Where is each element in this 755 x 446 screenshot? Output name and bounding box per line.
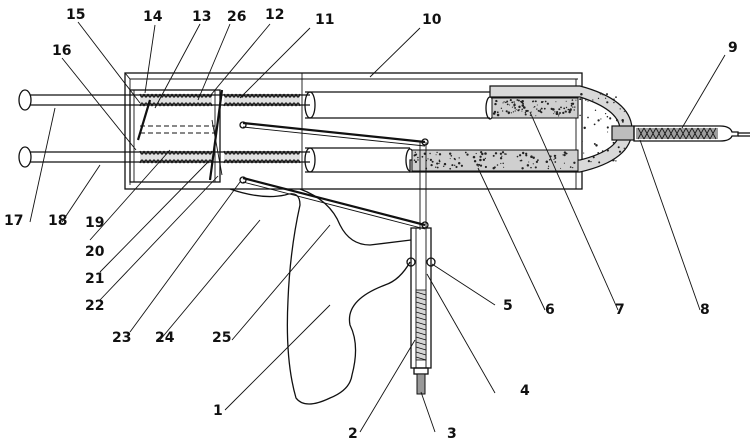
label-25: 25 (212, 330, 231, 346)
label-3: 3 (447, 426, 457, 442)
label-11: 11 (315, 12, 334, 28)
label-8: 8 (700, 302, 710, 318)
label-15: 15 (66, 7, 85, 23)
label-5: 5 (503, 298, 513, 314)
packing-material (409, 85, 633, 173)
label-4: 4 (520, 383, 530, 399)
label-21: 21 (85, 271, 104, 287)
handle-plunger (406, 142, 436, 395)
label-22: 22 (85, 298, 104, 314)
label-26: 26 (227, 9, 246, 25)
label-16: 16 (52, 43, 71, 59)
label-18: 18 (48, 213, 67, 229)
linkage (239, 121, 429, 230)
label-9: 9 (728, 40, 738, 56)
label-2: 2 (348, 426, 358, 442)
lower-cylinder (304, 147, 415, 173)
label-13: 13 (192, 9, 211, 25)
label-19: 19 (85, 215, 104, 231)
label-17: 17 (4, 213, 23, 229)
label-24: 24 (155, 330, 175, 346)
label-10: 10 (422, 12, 442, 28)
grip (229, 188, 412, 405)
label-6: 6 (545, 302, 555, 318)
label-1: 1 (213, 403, 223, 419)
leader-lines (29, 21, 726, 433)
upper-cylinder (304, 91, 495, 120)
nozzle (611, 125, 750, 142)
label-14: 14 (143, 9, 163, 25)
label-7: 7 (615, 302, 625, 318)
label-12: 12 (265, 7, 284, 23)
label-20: 20 (85, 244, 105, 260)
part-labels: 15 14 13 26 12 11 10 16 9 17 18 19 20 21… (4, 7, 738, 442)
label-23: 23 (112, 330, 131, 346)
